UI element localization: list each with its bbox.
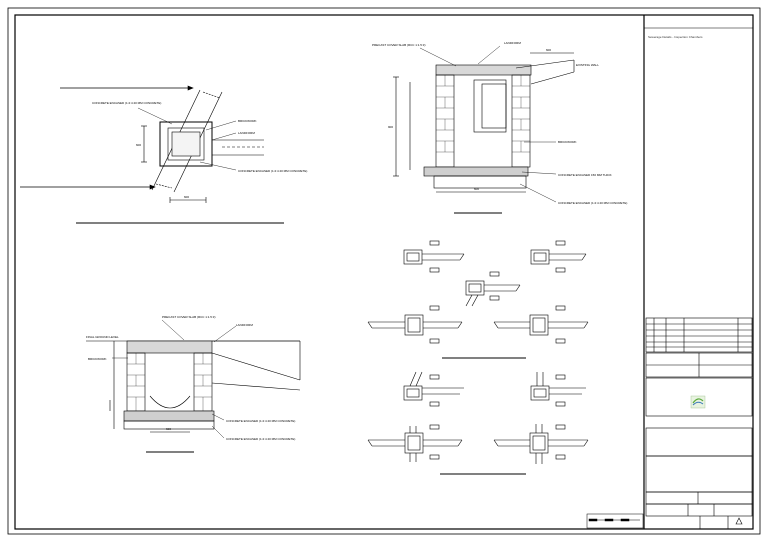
plan-dim-height: 600	[136, 143, 141, 147]
outer-border	[7, 7, 761, 535]
title-block: Sewerage Details - Inspection Chambers	[644, 27, 753, 529]
section-b-dim-width: 600	[166, 427, 171, 431]
section-a-label-encased: CONCRETE ENCASED 150 MM THICK	[558, 173, 612, 177]
section-a-dim-top: 600	[546, 48, 551, 52]
section-a-dim-base: 600	[474, 187, 479, 191]
section-b-brickwork	[127, 353, 212, 411]
plan-label-landform: LANDFORM	[238, 131, 255, 135]
section-a	[393, 45, 575, 214]
section-b-label-landform: LANDFORM	[236, 323, 253, 327]
section-a-dim-height: 900	[388, 125, 393, 129]
section-a-label-wall: EXISTING WALL	[576, 63, 599, 67]
plan-label-encased: CONCRETE ENCASED (1:2:4 20 MM CONCRETE)	[92, 101, 161, 105]
scale-bar	[586, 513, 644, 529]
section-a-label-slab: PRECAST COVER SLAB (RCC 1:1.5:3)	[372, 43, 425, 47]
section-a-label-brickwork: BRICKWORK	[558, 140, 577, 144]
title-block-note: Sewerage Details - Inspection Chambers	[648, 35, 703, 39]
section-b-label-fgl: FINAL GROUND LEVEL	[86, 335, 119, 339]
section-b-label-base: CONCRETE ENCASED (1:2:4 20 MM CONCRETE)	[226, 437, 295, 441]
section-a-label-landform: LANDFORM	[504, 41, 521, 45]
section-a-label-base: CONCRETE ENCASED (1:2:4 20 MM CONCRETE)	[558, 201, 627, 205]
plan-view-labels: CONCRETE ENCASED (1:2:4 20 MM CONCRETE) …	[92, 101, 307, 199]
plan-view	[20, 85, 284, 224]
inner-border	[14, 14, 754, 530]
section-b-label-slab: PRECAST COVER SLAB (RCC 1:1.5:3)	[162, 315, 215, 319]
section-b-label-brickwork: BRICKWORK	[88, 357, 107, 361]
connection-details	[367, 240, 589, 475]
section-a-labels: PRECAST COVER SLAB (RCC 1:1.5:3) LANDFOR…	[372, 41, 627, 205]
section-b-label-encased: CONCRETE ENCASED (1:2:4 20 MM CONCRETE)	[226, 419, 295, 423]
section-b-labels: FINAL GROUND LEVEL PRECAST COVER SLAB (R…	[86, 315, 295, 441]
plan-label-encased-2: CONCRETE ENCASED (1:2:4 20 MM CONCRETE)	[238, 169, 307, 173]
section-a-brickwork	[436, 75, 530, 153]
plan-dim-width: 600	[184, 195, 189, 199]
company-logo	[690, 395, 706, 409]
plan-label-brickwork: BRICKWORK	[238, 119, 257, 123]
section-b	[86, 319, 301, 453]
